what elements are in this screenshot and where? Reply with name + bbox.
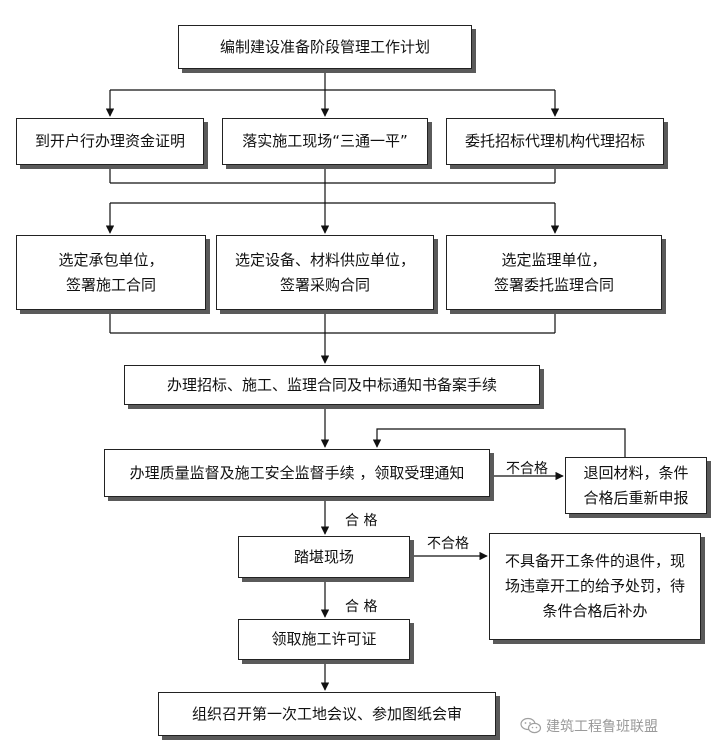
label-fail-survey: 不合格 [427, 536, 469, 552]
node-supervisor-text: 选定监理单位， 签署委托监理合同 [493, 250, 614, 294]
node-permit: 领取施工许可证 [238, 619, 410, 660]
node-contractor-text: 选定承包单位， 签署施工合同 [58, 250, 164, 294]
watermark-text: 建筑工程鲁班联盟 [546, 719, 658, 735]
node-return: 退回材料，条件 合格后重新申报 [565, 457, 707, 514]
label-pass-survey: 合 格 [345, 599, 378, 615]
wechat-icon [520, 717, 542, 734]
node-agency: 委托招标代理机构代理招标 [446, 118, 664, 165]
node-supervisor: 选定监理单位， 签署委托监理合同 [446, 235, 662, 310]
node-quality: 办理质量监督及施工安全监督手续 ，领取受理通知 [104, 449, 490, 497]
node-fund: 到开户行办理资金证明 [16, 118, 204, 165]
node-survey: 踏堪现场 [238, 536, 410, 578]
node-supplier: 选定设备、材料供应单位， 签署采购合同 [216, 235, 434, 310]
watermark: 建筑工程鲁班联盟 [520, 712, 716, 740]
arrow-return-loop [372, 428, 626, 457]
node-penalty-text: 不具备开工条件的退件，现 场违章开工的给予处罚，待 条件合格后补办 [504, 552, 685, 620]
node-return-text: 退回材料，条件 合格后重新申报 [583, 463, 689, 507]
node-supplier-text: 选定设备、材料供应单位， 签署采购合同 [234, 250, 415, 294]
node-meeting: 组织召开第一次工地会议、参加图纸会审 [158, 692, 496, 736]
label-fail-quality: 不合格 [506, 461, 548, 477]
node-plan: 编制建设准备阶段管理工作计划 [178, 25, 472, 69]
node-filing: 办理招标、施工、监理合同及中标通知书备案手续 [124, 365, 540, 405]
node-penalty: 不具备开工条件的退件，现 场违章开工的给予处罚，待 条件合格后补办 [489, 533, 701, 640]
label-pass-quality: 合 格 [345, 513, 378, 529]
node-site-prep: 落实施工现场“三通一平” [222, 118, 428, 165]
node-contractor: 选定承包单位， 签署施工合同 [16, 235, 206, 310]
